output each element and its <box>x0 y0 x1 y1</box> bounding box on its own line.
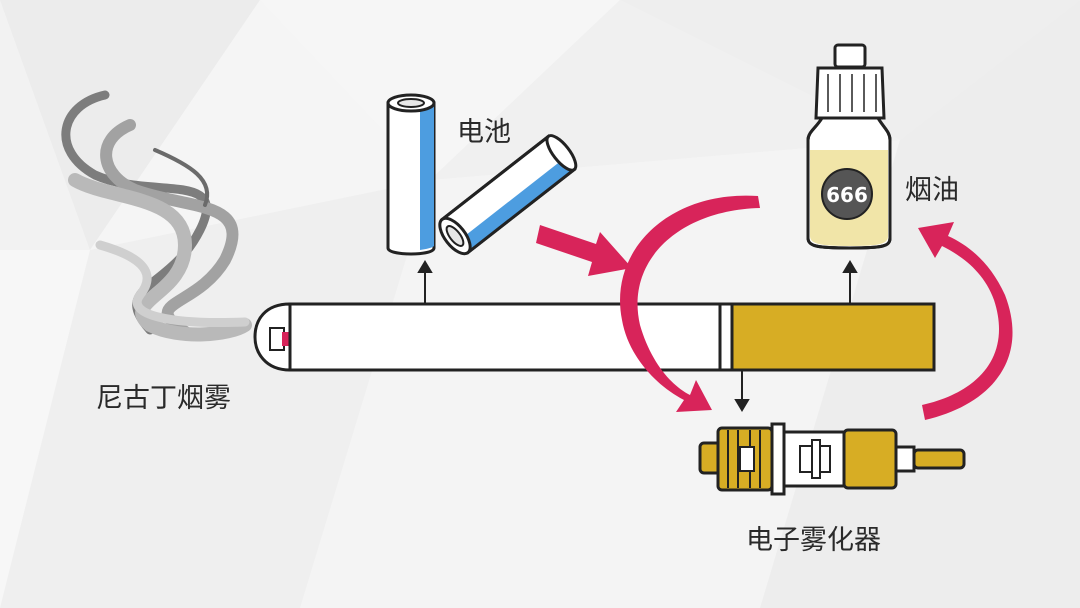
led-tip <box>269 327 285 351</box>
battery-icon <box>386 93 578 256</box>
cartridge-tube <box>718 302 734 372</box>
label-eliquid: 烟油 <box>905 175 959 206</box>
bottle-badge-text: 666 <box>826 183 868 207</box>
eliquid-tank <box>730 302 936 372</box>
label-atomizer: 电子雾化器 <box>746 525 881 556</box>
label-battery: 电池 <box>457 117 511 148</box>
e-cigarette <box>253 302 936 372</box>
label-smoke: 尼古丁烟雾 <box>96 383 231 414</box>
cycle-arrows <box>620 195 1013 420</box>
flow-arrow-battery <box>536 225 632 276</box>
pointer-arrows <box>417 260 858 412</box>
eliquid-bottle-icon <box>806 43 892 250</box>
atomizer-icon <box>698 422 966 496</box>
battery-section <box>288 302 722 372</box>
smoke-swirl <box>61 90 252 342</box>
